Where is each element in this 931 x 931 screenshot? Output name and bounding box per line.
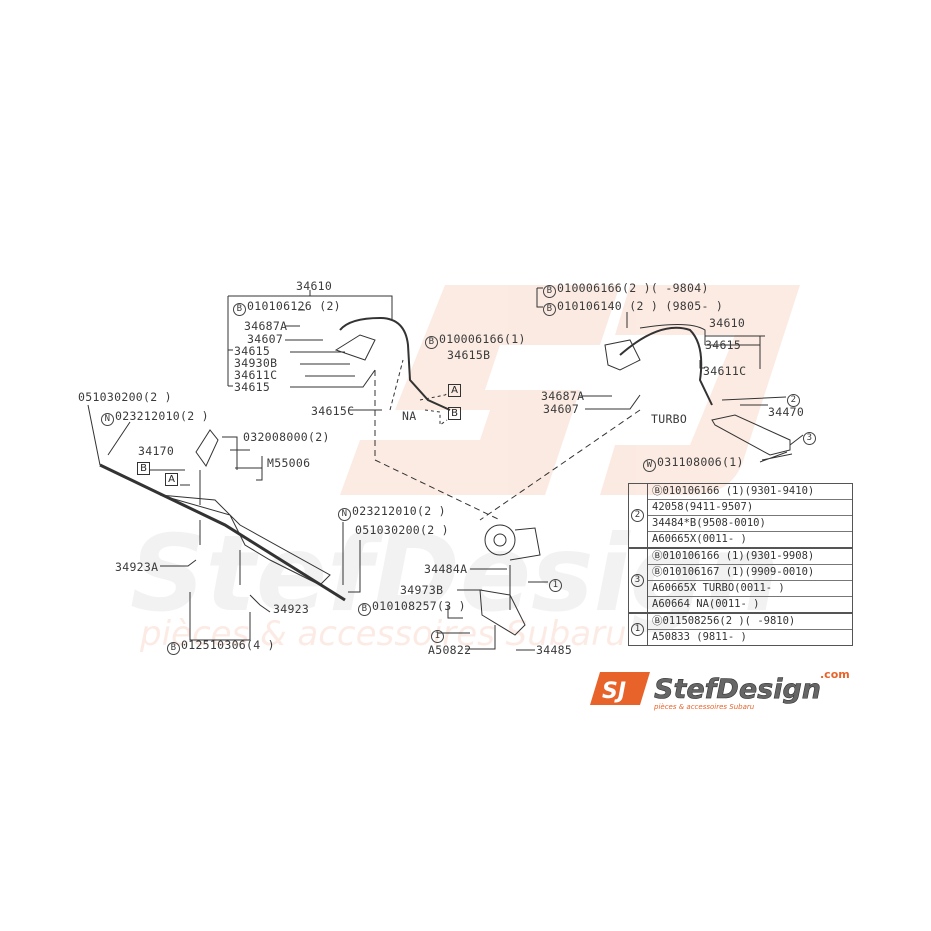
label-34607-right: 34607: [543, 402, 580, 416]
b-bolt-icon: B: [543, 285, 556, 298]
label-circle-1-right: 1: [549, 576, 563, 592]
table-row: A60665X(0011- ): [652, 533, 747, 545]
label-34615B: 34615B: [447, 348, 491, 362]
label-na: NA: [402, 409, 417, 423]
label-34615-a: 34615: [234, 344, 271, 358]
label-turbo: TURBO: [651, 412, 688, 426]
ref-box-a-rack: A: [165, 473, 178, 486]
part-number: 010006166(2 )( -9804): [557, 281, 709, 295]
circle-3-icon: 3: [631, 574, 644, 587]
table-row: Ⓑ010106166 (1)(9301-9410): [648, 484, 852, 500]
part-number: 010106140 (2 ) (9805- ): [557, 299, 724, 313]
circle-2-icon: 2: [631, 509, 644, 522]
ref-box-b: B: [448, 407, 461, 420]
table-row: 34484*B(9508-0010): [648, 516, 852, 532]
label-A50822: A50822: [428, 643, 472, 657]
circle-1-icon: 1: [631, 623, 644, 636]
part-number: 031108006(1): [657, 455, 744, 469]
table-row: Ⓑ010106166 (1)(9301-9908): [648, 549, 852, 565]
label-34930B: 34930B: [234, 356, 278, 370]
part-number: 010006166(1): [439, 332, 526, 346]
label-34170: 34170: [138, 444, 175, 458]
b-bolt-icon: B: [358, 603, 371, 616]
table-row: Ⓑ010106167 (1)(9909-0010): [648, 565, 852, 581]
ref-box-b-rack: B: [137, 462, 150, 475]
b-bolt-icon: B: [543, 303, 556, 316]
table-group-3: 3 Ⓑ010106166 (1)(9301-9908) Ⓑ010106167 (…: [629, 549, 852, 614]
table-group-1: 1 Ⓑ011508256(2 )( -9810) A50833 (9811- ): [629, 614, 852, 645]
table-row: Ⓑ011508256(2 )( -9810): [648, 614, 852, 630]
circle-2-icon: 2: [787, 394, 800, 407]
table-row: A60665X TURBO(0011- ): [648, 581, 852, 597]
label-34470: 34470: [768, 405, 805, 419]
part-number: 023212010(2 ): [115, 409, 209, 423]
part-number: 010106126 (2): [247, 299, 341, 313]
b-bolt-icon: B: [233, 303, 246, 316]
label-34973B: 34973B: [400, 583, 444, 597]
table-row: 42058(9411-9507): [648, 500, 852, 516]
label-34610-left: 34610: [296, 279, 333, 293]
part-number: 010108257(3 ): [372, 599, 466, 613]
label-051030200-mid: 051030200(2 ): [355, 523, 449, 537]
label-34923A: 34923A: [115, 560, 159, 574]
label-34611C-right: 34611C: [703, 364, 747, 378]
watermark-tagline: pièces & accessoires Subaru: [139, 614, 627, 654]
part-number: 023212010(2 ): [352, 504, 446, 518]
n-nut-icon: N: [101, 413, 114, 426]
label-34687A-right: 34687A: [541, 389, 585, 403]
label-34485: 34485: [536, 643, 573, 657]
label-34923: 34923: [273, 602, 310, 616]
logo-wordmark: StefDesign: [654, 674, 821, 705]
sj-logo-badge: [590, 672, 650, 705]
logo-domain: .com: [820, 668, 850, 681]
part-number: 012510306(4 ): [181, 638, 275, 652]
label-34607-left: 34607: [247, 332, 284, 346]
w-washer-icon: W: [643, 459, 656, 472]
circle-1-icon: 1: [431, 630, 444, 643]
label-34611C-left: 34611C: [234, 368, 278, 382]
n-nut-icon: N: [338, 508, 351, 521]
svg-text:SJ: SJ: [602, 679, 626, 704]
label-circle-3: 3: [803, 429, 817, 445]
table-group-2: 2 Ⓑ010106166 (1)(9301-9410) 42058(9411-9…: [629, 484, 852, 549]
b-bolt-icon: B: [167, 642, 180, 655]
b-bolt-icon: B: [425, 336, 438, 349]
label-circle-2: 2: [787, 391, 801, 407]
label-34615C: 34615C: [311, 404, 355, 418]
label-34687A-left: 34687A: [244, 319, 288, 333]
logo-tagline: pièces & accessoires Subaru: [653, 703, 755, 711]
circle-1-icon: 1: [549, 579, 562, 592]
variant-table: 2 Ⓑ010106166 (1)(9301-9410) 42058(9411-9…: [628, 483, 853, 646]
label-34615-right: 34615: [705, 338, 742, 352]
watermark-sj-logo: [340, 285, 800, 495]
label-circle-1-left: 1: [431, 627, 445, 643]
circle-3-icon: 3: [803, 432, 816, 445]
label-34610-right: 34610: [709, 316, 746, 330]
table-row: A60664 NA(0011- ): [652, 598, 760, 610]
ref-box-a: A: [448, 384, 461, 397]
label-34484A: 34484A: [424, 562, 468, 576]
label-032008000: 032008000(2): [243, 430, 330, 444]
table-row: A50833 (9811- ): [652, 631, 747, 643]
label-M55006: M55006: [267, 456, 311, 470]
label-051030200-left: 051030200(2 ): [78, 390, 172, 404]
label-34615-b: 34615: [234, 380, 271, 394]
